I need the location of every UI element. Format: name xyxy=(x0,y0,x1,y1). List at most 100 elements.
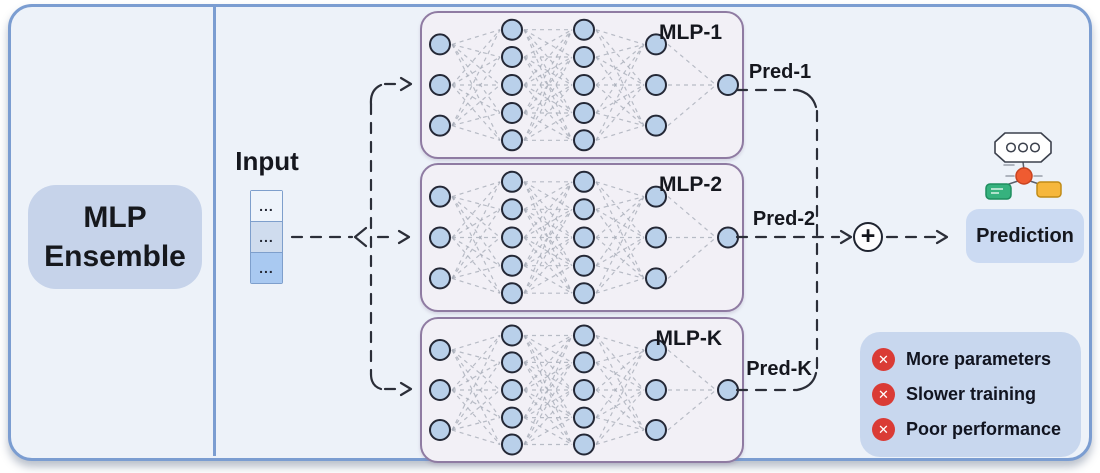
cons-label: Slower training xyxy=(906,384,1037,404)
synapse-edge xyxy=(595,237,645,294)
synapse-edge xyxy=(595,29,645,45)
title-line-1: MLP xyxy=(83,201,147,234)
title-line-2: Ensemble xyxy=(44,240,186,273)
synapse-edge xyxy=(595,335,645,431)
synapse-edge xyxy=(595,84,645,127)
mlp-1-label: MLP-1 xyxy=(659,21,722,44)
synapse-edge xyxy=(595,125,645,141)
synapse-edge xyxy=(451,417,501,431)
synapse-edge xyxy=(451,196,501,238)
synapse-edge xyxy=(451,349,501,418)
synapse-edge xyxy=(451,335,501,431)
synapse-edge xyxy=(523,181,573,210)
pred-k-label: Pred-K xyxy=(746,358,812,380)
neuron-node xyxy=(501,129,523,152)
synapse-edge xyxy=(451,196,501,294)
neuron-node xyxy=(717,226,739,249)
neuron-node xyxy=(501,433,523,456)
synapse-edge xyxy=(523,56,573,141)
synapse-edge xyxy=(451,181,501,198)
synapse-edge xyxy=(523,334,573,363)
synapse-edge xyxy=(451,43,501,86)
network-graph xyxy=(429,170,739,305)
synapse-edge xyxy=(595,277,645,294)
synapse-edge xyxy=(523,112,573,141)
synapse-edge xyxy=(595,84,645,141)
neuron-node xyxy=(501,351,523,374)
neuron-node xyxy=(429,114,451,137)
x-circle-icon: ✕ xyxy=(872,418,895,441)
synapse-edge xyxy=(595,429,645,446)
synapse-edge xyxy=(451,112,501,127)
synapse-edge xyxy=(595,196,645,294)
synapse-edge xyxy=(451,196,501,267)
mlp-1-box: MLP-1 xyxy=(420,11,744,159)
neuron-node xyxy=(645,185,667,208)
synapse-edge xyxy=(451,181,501,238)
neuron-node xyxy=(429,379,451,401)
cons-box: ✕ More parameters ✕ Slower training ✕ Po… xyxy=(860,332,1081,457)
synapse-edge xyxy=(667,84,717,127)
synapse-edge xyxy=(595,43,645,86)
neuron-node xyxy=(573,18,595,41)
synapse-edge xyxy=(595,29,645,126)
synapse-edge xyxy=(451,181,501,279)
synapse-edge xyxy=(523,389,573,419)
neuron-node xyxy=(429,267,451,290)
synapse-edge xyxy=(595,181,645,238)
neuron-node xyxy=(645,339,667,361)
x-circle-icon: ✕ xyxy=(872,383,895,406)
synapse-edge xyxy=(523,84,573,114)
neuron-node xyxy=(573,170,595,193)
synapse-edge xyxy=(451,389,501,419)
synapse-edge xyxy=(595,181,645,198)
synapse-edge xyxy=(595,236,645,267)
neuron-node xyxy=(573,379,595,401)
neuron-node xyxy=(645,33,667,56)
synapse-edge xyxy=(595,196,645,267)
synapse-edge xyxy=(451,125,501,141)
synapse-edge xyxy=(595,361,645,391)
synapse-edge xyxy=(595,196,645,210)
input-cell: ... xyxy=(251,253,282,283)
synapse-edge xyxy=(523,417,573,446)
neuron-node xyxy=(501,170,523,193)
neuron-node xyxy=(429,33,451,56)
synapse-edge xyxy=(523,361,573,391)
synapse-edge xyxy=(595,181,645,279)
synapse-edge xyxy=(595,208,645,279)
synapse-edge xyxy=(451,208,501,239)
synapse-edge xyxy=(595,237,645,279)
cons-row: ✕ More parameters xyxy=(860,348,1081,371)
synapse-edge xyxy=(595,389,645,445)
synapse-edge xyxy=(595,389,645,431)
synapse-edge xyxy=(523,29,573,58)
neuron-node xyxy=(717,74,739,96)
cons-label: Poor performance xyxy=(906,419,1062,439)
synapse-edge xyxy=(667,349,717,391)
synapse-edge xyxy=(451,84,501,141)
neuron-node xyxy=(645,419,667,441)
synapse-edge xyxy=(451,56,501,126)
network-graph xyxy=(429,324,739,456)
network-graph xyxy=(429,18,739,152)
neuron-node xyxy=(429,339,451,361)
input-label: Input xyxy=(235,146,299,176)
synapse-edge xyxy=(595,349,645,445)
synapse-edge xyxy=(667,237,717,279)
input-cell: ... xyxy=(251,191,282,222)
neuron-node xyxy=(429,419,451,441)
synapse-edge xyxy=(595,84,645,114)
neuron-node xyxy=(501,379,523,401)
neuron-node xyxy=(573,198,595,221)
synapse-edge xyxy=(451,29,501,45)
prediction-label: Prediction xyxy=(976,224,1074,247)
ensemble-title-box: MLP Ensemble xyxy=(28,185,202,289)
synapse-edge xyxy=(595,417,645,431)
synapse-edge xyxy=(451,349,501,445)
synapse-edge xyxy=(523,335,573,445)
synapse-edge xyxy=(451,237,501,279)
neuron-node xyxy=(573,102,595,124)
synapse-edge xyxy=(451,335,501,391)
synapse-edge xyxy=(595,43,645,58)
